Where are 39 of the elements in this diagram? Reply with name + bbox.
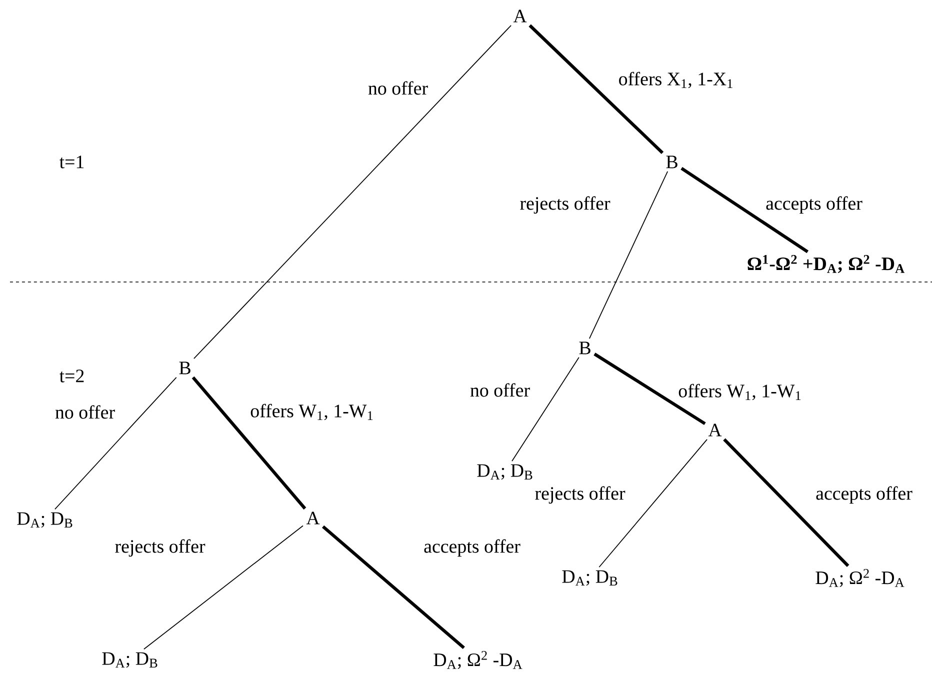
payoff-label: D$_{A}$; Ω$^{2}$ -D$_{A}$ — [816, 569, 904, 587]
edge-label: offers W$_{1}$, 1-W$_{1}$ — [249, 402, 375, 422]
edge-label: no offer — [468, 382, 532, 398]
branch-line — [322, 525, 465, 650]
branch-line — [512, 356, 580, 462]
edge-label: accepts offer — [764, 195, 864, 215]
edge-label: offers X$_{1}$, 1-X$_{1}$ — [617, 70, 735, 90]
branch-line — [594, 352, 706, 426]
branch-line — [598, 438, 708, 568]
payoff-label: D$_{A}$; D$_{B}$ — [562, 570, 618, 586]
edge-label: rejects offer — [534, 485, 626, 505]
player-label: B — [179, 362, 190, 374]
edge-label: accepts offer — [814, 485, 914, 505]
branch-line — [192, 376, 306, 510]
player-label: A — [708, 424, 722, 436]
payoff-label: D$_{A}$; Ω$^{2}$ -D$_{A}$ — [434, 651, 522, 669]
player-label: A — [513, 10, 527, 22]
edge-label: no offer — [366, 80, 430, 96]
branch-line — [680, 166, 809, 254]
edge-label: no offer — [54, 404, 116, 420]
branch-line — [528, 24, 664, 154]
branch-line — [194, 24, 512, 360]
branch-line — [54, 376, 177, 510]
edge-label: accepts offer — [422, 538, 522, 558]
branch-line — [144, 525, 304, 650]
player-label: B — [666, 156, 678, 168]
stage-label: t=2 — [60, 370, 84, 382]
player-label: B — [579, 342, 590, 354]
edge-label: rejects offer — [114, 538, 206, 558]
payoff-label: D$_{A}$; D$_{B}$ — [17, 512, 72, 528]
edge-label: offers W$_{1}$, 1-W$_{1}$ — [677, 382, 803, 402]
edge-label: rejects offer — [518, 195, 612, 215]
branch-line — [723, 438, 850, 567]
payoff-label: Ω$^{1}$-Ω$^{2}$ +D$_{A}$; Ω$^{2}$ -D$_{A}$ — [748, 255, 904, 273]
payoff-label: D$_{A}$; D$_{B}$ — [477, 464, 532, 480]
stage-label: t=1 — [60, 156, 84, 168]
payoff-label: D$_{A}$; D$_{B}$ — [102, 652, 158, 668]
player-label: A — [306, 512, 320, 524]
branch-line — [588, 170, 668, 340]
